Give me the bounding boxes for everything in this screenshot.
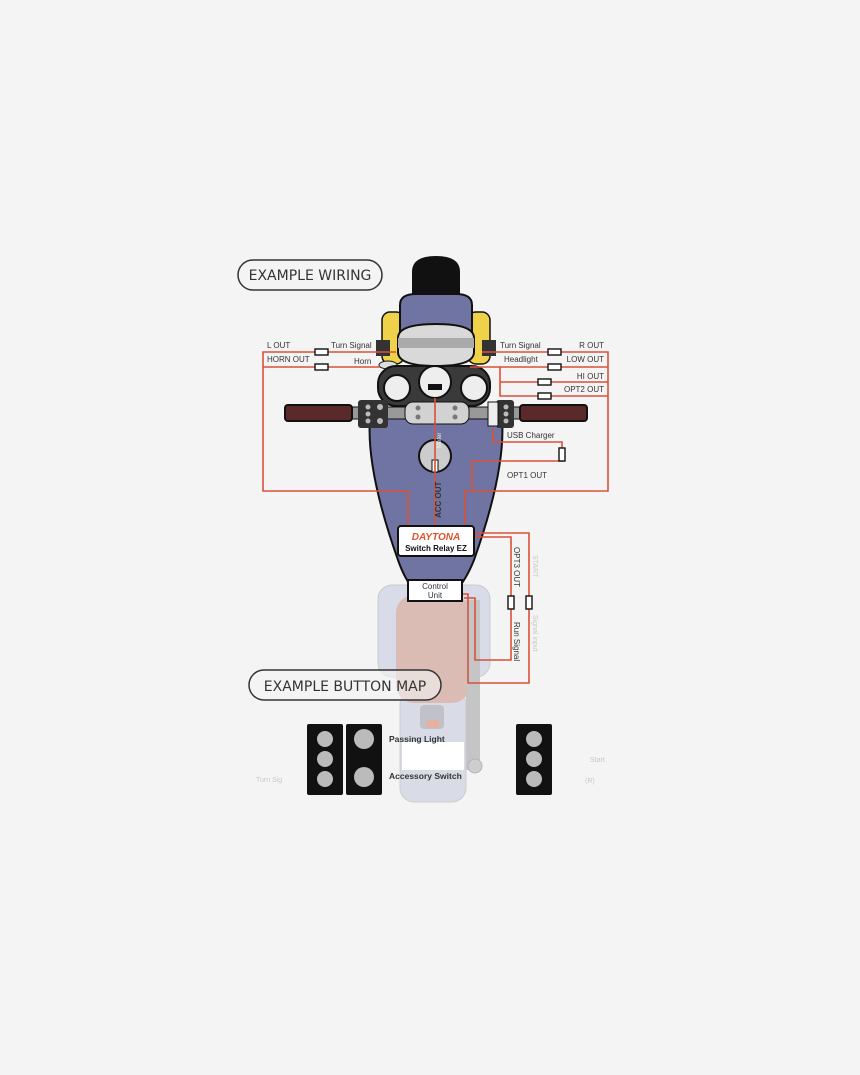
handlebar xyxy=(284,400,588,428)
acc-out-label: ACC OUT xyxy=(434,481,443,518)
r-out-label: R OUT xyxy=(579,341,604,350)
passing-light-label: Passing Light xyxy=(389,734,445,744)
right-label: (R) xyxy=(585,778,595,785)
turn-signal-right-label: Turn Signal xyxy=(500,341,541,350)
motorcycle-front xyxy=(376,256,496,370)
button-pad-left-1 xyxy=(307,724,343,795)
usb-charger-label: USB Charger xyxy=(507,431,555,440)
horn-out-label: HORN OUT xyxy=(267,355,310,364)
turn-signal-left-label: Turn Signal xyxy=(331,341,372,350)
opt1-out-label: OPT1 OUT xyxy=(507,471,547,480)
opt2-out-label: OPT2 OUT xyxy=(564,385,604,394)
button-pad-right xyxy=(516,724,552,795)
svg-text:EXAMPLE WIRING: EXAMPLE WIRING xyxy=(249,268,372,284)
switch-relay-ez: DAYTONA Switch Relay EZ xyxy=(397,525,475,557)
example-wiring-title: EXAMPLE WIRING xyxy=(237,259,383,291)
control-unit: Control Unit xyxy=(407,579,463,602)
gauge-cluster xyxy=(377,365,491,407)
example-button-map-title: EXAMPLE BUTTON MAP xyxy=(248,669,442,701)
accessory-switch-label: Accessory Switch xyxy=(389,771,462,781)
control-unit-label-2: Unit xyxy=(428,591,443,600)
start-label: START xyxy=(531,555,538,578)
run-signal-label: Run Signal xyxy=(512,622,521,661)
control-unit-label: Control xyxy=(422,582,448,591)
headlight-label: Headlight xyxy=(504,355,539,364)
svg-text:EXAMPLE BUTTON MAP: EXAMPLE BUTTON MAP xyxy=(264,679,426,695)
horn-label: Horn xyxy=(354,357,371,366)
opt3-out-label: OPT3 OUT xyxy=(512,547,521,587)
brand-logo: DAYTONA xyxy=(412,532,461,543)
button-pad-left-2 xyxy=(346,724,382,795)
hi-out-label: HI OUT xyxy=(577,372,604,381)
low-out-label: LOW OUT xyxy=(567,355,604,364)
start-button-label: Start xyxy=(590,757,605,764)
left-button-label: Turn Sig xyxy=(256,777,282,784)
ignition-label: Meter xyxy=(437,433,443,448)
signal-input-label: Signal input xyxy=(531,615,538,652)
l-out-label: L OUT xyxy=(267,341,290,350)
fuses xyxy=(314,348,566,610)
wires xyxy=(262,351,609,684)
relay-label: Switch Relay EZ xyxy=(405,544,467,553)
